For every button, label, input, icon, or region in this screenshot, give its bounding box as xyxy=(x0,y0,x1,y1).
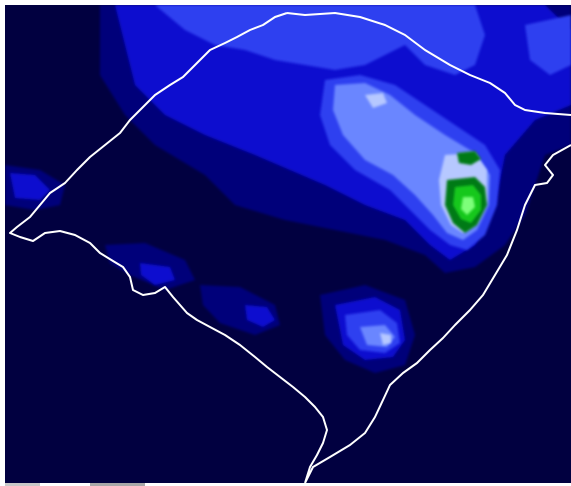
rain-layer-level-5-north xyxy=(365,93,387,108)
scale-segment xyxy=(40,483,90,486)
rain-layer-level-3-far-east xyxy=(525,15,571,75)
scale-segment xyxy=(90,483,145,486)
rainfall-map xyxy=(5,5,571,483)
rain-layer-level-6-north xyxy=(457,151,481,165)
rain-layer-level-8 xyxy=(461,197,475,215)
precipitation-layers xyxy=(5,5,571,373)
rain-layer-level-5-south xyxy=(380,333,391,345)
map-canvas xyxy=(5,5,571,483)
state-border xyxy=(9,12,571,483)
rain-layer-level-2-mid xyxy=(245,305,275,327)
scale-segment xyxy=(5,483,40,486)
rain-layer-level-2-sw xyxy=(140,263,175,285)
rain-layer-level-3 xyxy=(155,5,485,75)
scale-bar xyxy=(5,483,195,486)
rain-layer-level-2-west xyxy=(10,173,50,200)
scale-segment xyxy=(145,483,195,486)
